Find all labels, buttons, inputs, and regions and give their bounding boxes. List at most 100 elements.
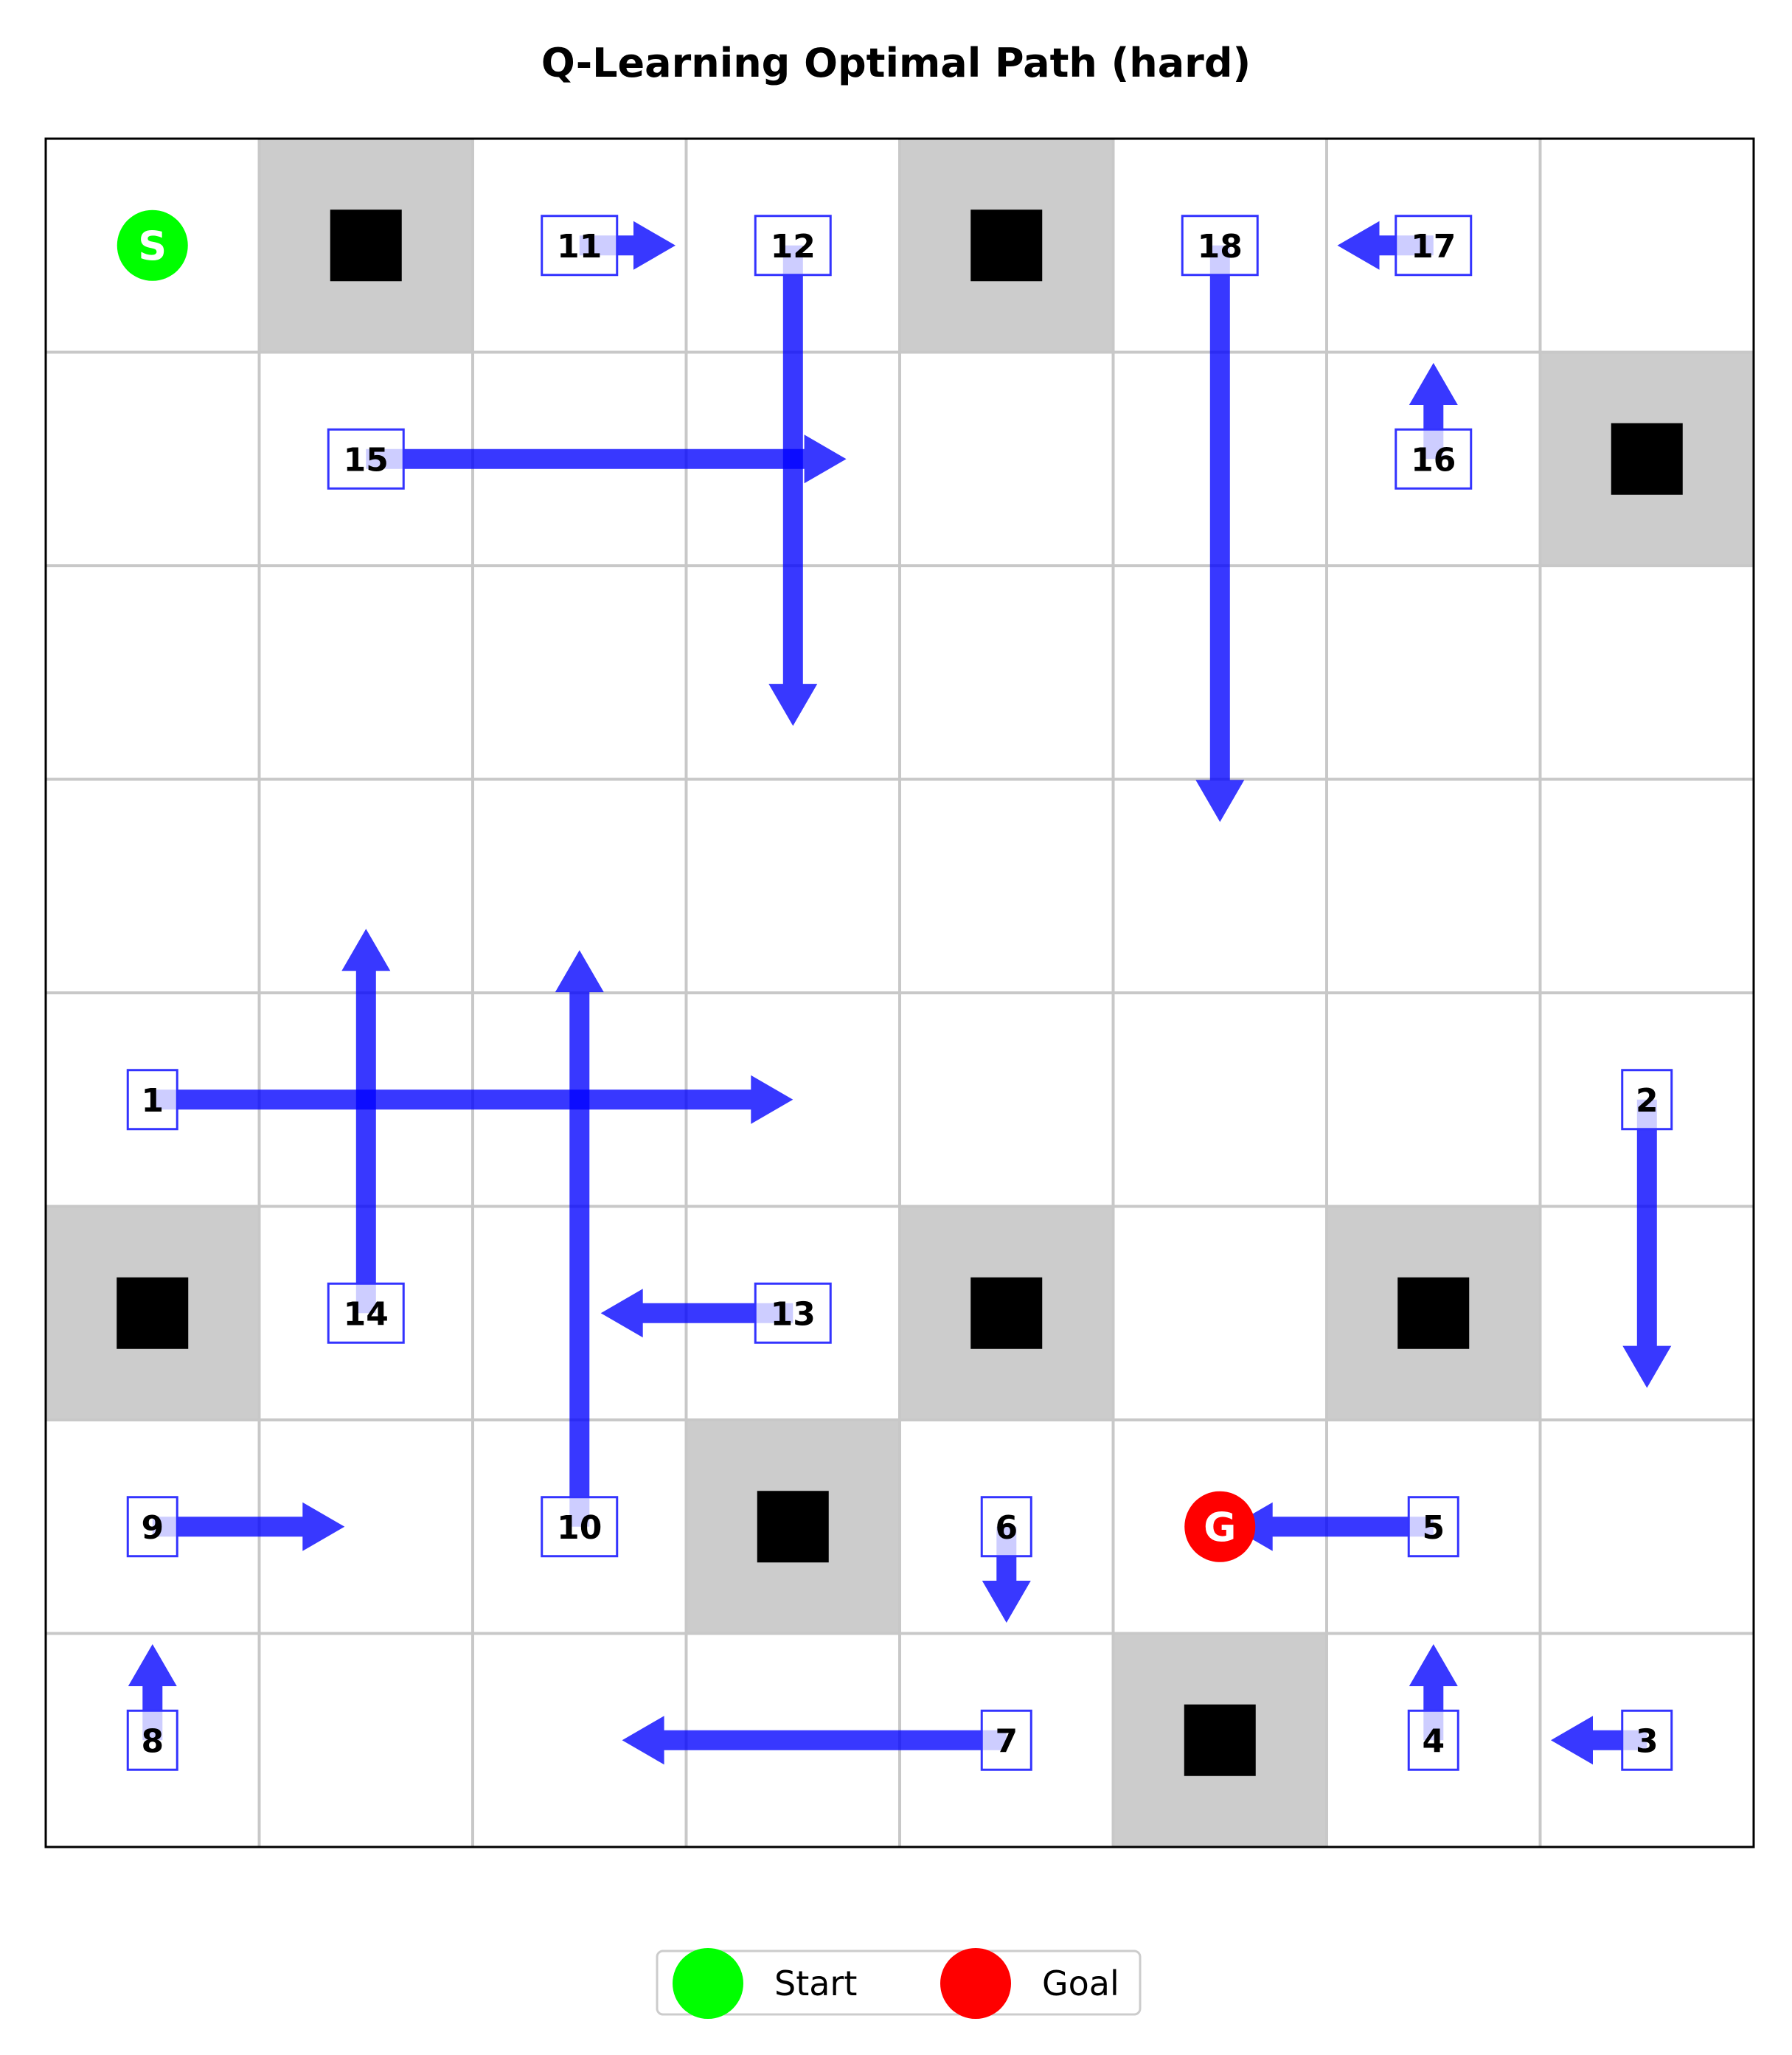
- step-label: 13: [754, 1282, 832, 1344]
- step-label: 11: [541, 215, 619, 277]
- goal-circle: [1184, 1491, 1256, 1562]
- step-label-text: 4: [1422, 1722, 1445, 1760]
- step-10-arrow: [555, 950, 604, 1527]
- obstacle-block: [757, 1491, 829, 1563]
- step-label-text: 5: [1422, 1509, 1445, 1547]
- legend: Start Goal: [656, 1948, 1142, 2019]
- step-label-box: [754, 215, 832, 277]
- obstacle-block: [1184, 1704, 1256, 1776]
- step-label-text: 13: [771, 1295, 816, 1333]
- step-label-box: [1407, 1496, 1459, 1558]
- step-label: 16: [1395, 428, 1473, 490]
- step-label-text: 6: [995, 1509, 1018, 1547]
- step-label: 2: [1621, 1069, 1673, 1131]
- step-15-arrow: [366, 434, 847, 484]
- step-label: 7: [980, 1709, 1032, 1771]
- step-label: 6: [980, 1496, 1032, 1558]
- step-17-arrow: [1337, 221, 1434, 270]
- step-label-box: [980, 1496, 1032, 1558]
- step-label: 17: [1395, 215, 1473, 277]
- step-label-text: 15: [344, 441, 389, 479]
- diagram-title: Q-Learning Optimal Path (hard): [541, 40, 1251, 86]
- step-1-arrow: [152, 1075, 793, 1124]
- obstacle-block: [330, 209, 402, 282]
- step-label-box: [327, 1282, 405, 1344]
- step-label-text: 9: [141, 1509, 164, 1547]
- step-label: 9: [126, 1496, 178, 1558]
- step-label-text: 18: [1198, 228, 1243, 266]
- obstacle-block: [970, 209, 1043, 282]
- step-label: 15: [327, 428, 405, 490]
- step-6-arrow: [982, 1526, 1031, 1623]
- step-label: 18: [1181, 215, 1259, 277]
- step-label-text: 2: [1636, 1082, 1659, 1120]
- step-label-box: [1621, 1709, 1673, 1771]
- step-16-arrow: [1409, 363, 1458, 460]
- step-4-arrow: [1409, 1644, 1458, 1741]
- step-11-arrow: [579, 221, 676, 270]
- obstacle-block: [117, 1277, 189, 1349]
- step-label: 1: [126, 1069, 178, 1131]
- step-5-arrow: [1230, 1502, 1434, 1551]
- step-18-arrow: [1195, 245, 1245, 822]
- legend-item: Start: [673, 1948, 857, 2019]
- legend-item: Goal: [940, 1948, 1119, 2019]
- legend-swatch: [673, 1948, 743, 2019]
- start-circle: [117, 209, 188, 281]
- grid-border: [44, 137, 1755, 1848]
- step-label-box: [1395, 215, 1473, 277]
- grid: [44, 137, 1755, 1848]
- step-3-arrow: [1551, 1716, 1647, 1765]
- obstacle-block: [1397, 1277, 1470, 1349]
- step-label-box: [1181, 215, 1259, 277]
- step-label: 4: [1407, 1709, 1459, 1771]
- obstacle-block: [970, 1277, 1043, 1349]
- step-label-text: 14: [344, 1295, 389, 1333]
- step-label: 3: [1621, 1709, 1673, 1771]
- path-arrows: [128, 221, 1672, 1765]
- goal-marker: G: [1184, 1491, 1256, 1562]
- step-label: 5: [1407, 1496, 1459, 1558]
- markers: SG: [117, 209, 1256, 1562]
- step-label-box: [327, 428, 405, 490]
- step-label-box: [754, 1282, 832, 1344]
- legend-label: Start: [774, 1964, 857, 2003]
- obstacle-block: [1611, 423, 1683, 495]
- step-label-box: [1395, 428, 1473, 490]
- step-label-text: 17: [1411, 228, 1456, 266]
- step-label-text: 1: [141, 1082, 164, 1120]
- step-label-text: 8: [141, 1722, 164, 1760]
- legend-label: Goal: [1042, 1964, 1119, 2003]
- step-label-text: 3: [1636, 1722, 1659, 1760]
- step-label-box: [541, 1496, 619, 1558]
- legend-swatch: [940, 1948, 1011, 2019]
- step-label-box: [126, 1709, 178, 1771]
- legend-frame: [656, 1950, 1142, 2016]
- step-13-arrow: [600, 1289, 793, 1338]
- step-label: 12: [754, 215, 832, 277]
- step-label-text: 16: [1411, 441, 1456, 479]
- step-label-box: [541, 215, 619, 277]
- start-marker: S: [117, 209, 188, 281]
- step-label: 14: [327, 1282, 405, 1344]
- step-7-arrow: [622, 1716, 1007, 1765]
- step-label-box: [1621, 1069, 1673, 1131]
- step-label-text: 7: [995, 1722, 1018, 1760]
- step-12-arrow: [768, 245, 818, 727]
- step-label: 10: [541, 1496, 619, 1558]
- step-label-text: 11: [557, 228, 602, 266]
- step-label-text: 10: [557, 1509, 602, 1547]
- step-9-arrow: [152, 1502, 345, 1551]
- step-label-box: [980, 1709, 1032, 1771]
- step-label-box: [126, 1496, 178, 1558]
- step-label: 8: [126, 1709, 178, 1771]
- step-label-box: [126, 1069, 178, 1131]
- start-label: S: [138, 223, 167, 269]
- step-label-text: 12: [771, 228, 816, 266]
- goal-label: G: [1204, 1504, 1236, 1550]
- step-14-arrow: [341, 929, 391, 1314]
- step-label-box: [1407, 1709, 1459, 1771]
- step-8-arrow: [128, 1644, 177, 1741]
